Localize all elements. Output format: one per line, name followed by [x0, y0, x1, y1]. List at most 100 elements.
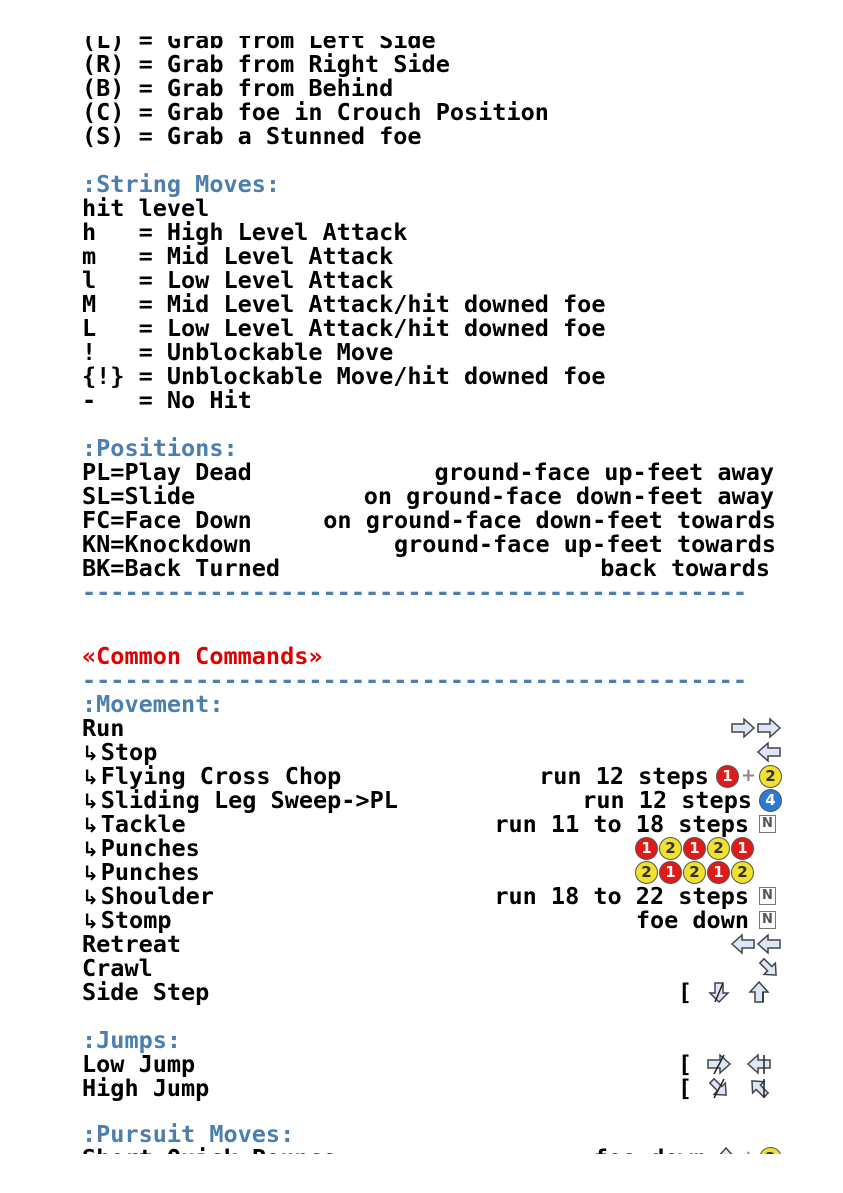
move-name: Sliding Leg Sweep->PL — [100, 785, 398, 814]
button-2-icon: 2 — [635, 860, 658, 884]
common-commands-title: «Common Commands» — [82, 644, 782, 668]
pursuit-heading: :Pursuit Moves: — [82, 1122, 782, 1146]
position-code: BK=Back Turned — [82, 554, 281, 582]
sub-arrow-icon: ↳ — [82, 788, 99, 813]
string-moves-heading: :String Moves: — [82, 172, 782, 196]
button-1-icon: 1 — [715, 764, 739, 788]
move-label: ↳Punches — [82, 860, 200, 885]
top-clip — [0, 24, 843, 36]
move-name: Stomp — [100, 905, 172, 934]
position-code: PL=Play Dead — [82, 458, 252, 486]
move-name: Retreat — [82, 930, 182, 958]
divider: ----------------------------------------… — [82, 668, 782, 692]
positions-heading: :Positions: — [82, 436, 782, 460]
move-label: ↳Punches — [82, 836, 200, 861]
command-icons: run 12 steps 1 + 2 — [539, 764, 782, 788]
move-row-tackle: ↳Tackle run 11 to 18 steps N — [82, 812, 776, 837]
sub-arrow-icon: ↳ — [82, 908, 99, 933]
move-row-sliding-leg-sweep: ↳Sliding Leg Sweep->PL run 12 steps 4 — [82, 785, 782, 814]
arrow-left-icon — [730, 933, 755, 955]
move-row-punches: ↳Punches 2 1 2 1 2 — [82, 860, 754, 885]
move-label: ↳Shoulder — [82, 884, 214, 909]
command-icons: [ — [678, 1052, 772, 1076]
grab-text: (S) = Grab a Stunned foe — [82, 122, 422, 150]
button-2-icon: 2 — [759, 764, 782, 788]
neutral-icon: N — [759, 815, 776, 833]
button-1-icon: 1 — [683, 836, 706, 860]
move-row-run: Run — [82, 716, 782, 740]
move-label: ↳Stop — [82, 740, 157, 765]
command-icons — [730, 717, 782, 739]
command-icons: [ — [678, 980, 772, 1004]
bottom-clip — [0, 1154, 843, 1193]
arrow-right-icon — [757, 717, 782, 739]
position-desc: on ground-face down-feet towards — [323, 506, 776, 534]
button-1-icon: 1 — [707, 860, 730, 884]
move-row-stop: ↳Stop — [82, 740, 782, 765]
hit-level-line: h = High Level Attack — [82, 220, 782, 244]
bracket-text: [ — [677, 1050, 692, 1078]
button-2-icon: 2 — [731, 860, 754, 884]
divider-text: ----------------------------------------… — [82, 580, 747, 604]
hit-level-line: M = Mid Level Attack/hit downed foe — [82, 292, 782, 316]
move-name: Run — [82, 714, 125, 742]
move-note: foe down — [635, 906, 749, 934]
arrow-right-icon — [731, 717, 756, 739]
move-name: Punches — [100, 833, 200, 862]
command-icons — [756, 741, 782, 763]
move-note: run 18 to 22 steps — [494, 882, 749, 910]
grab-line-right: (R) = Grab from Right Side — [82, 52, 782, 76]
sub-arrow-icon: ↳ — [82, 740, 99, 765]
hit-text: - = No Hit — [82, 386, 252, 414]
hit-text: {!} = Unblockable Move/hit downed foe — [82, 362, 606, 390]
command-icons: 1 2 1 2 1 — [634, 836, 754, 860]
heading-text: :Movement: — [82, 690, 224, 718]
grab-text: (B) = Grab from Behind — [82, 74, 394, 102]
arrow-left-icon — [756, 933, 781, 955]
move-row-punches: ↳Punches 1 2 1 2 1 — [82, 836, 754, 861]
divider-text: ----------------------------------------… — [82, 668, 747, 692]
move-row-crawl: Crawl — [82, 956, 782, 980]
sub-arrow-icon: ↳ — [82, 860, 99, 885]
position-desc: on ground-face down-feet away — [363, 482, 774, 510]
heading-text: :Positions: — [82, 434, 238, 462]
move-note: run 12 steps — [582, 786, 752, 814]
arrow-down-right-icon — [758, 957, 777, 976]
hit-level-line: {!} = Unblockable Move/hit downed foe — [82, 364, 782, 388]
sub-arrow-icon: ↳ — [82, 764, 99, 789]
neutral-icon: N — [759, 887, 776, 905]
button-2-icon: 2 — [707, 836, 730, 860]
sub-arrow-icon: ↳ — [82, 812, 99, 837]
hit-level-line: L = Low Level Attack/hit downed foe — [82, 316, 782, 340]
bracket-text: [ — [677, 978, 692, 1006]
arrow-up-icon — [748, 981, 770, 1003]
command-icons: [ — [678, 1076, 772, 1100]
grab-line-behind: (B) = Grab from Behind — [82, 76, 782, 100]
move-name: High Jump — [82, 1074, 210, 1102]
move-name: Punches — [100, 857, 200, 886]
button-2-icon: 2 — [683, 860, 706, 884]
command-icons: run 12 steps 4 — [582, 788, 782, 812]
hit-level-line: - = No Hit — [82, 388, 782, 412]
neutral-icon: N — [759, 911, 776, 929]
movement-heading: :Movement: — [82, 692, 782, 716]
move-name: Low Jump — [82, 1050, 196, 1078]
position-desc: back towards — [600, 554, 770, 582]
hit-text: l = Low Level Attack — [82, 266, 394, 294]
arrow-down-right-icon — [708, 1077, 727, 1099]
bracket-text: [ — [677, 1074, 692, 1102]
hit-level-line: ! = Unblockable Move — [82, 340, 782, 364]
command-icons — [756, 957, 782, 979]
heading-text: :String Moves: — [82, 170, 281, 198]
arrow-up-left-icon — [751, 1079, 770, 1099]
command-icons — [730, 933, 782, 955]
heading-text: :Pursuit Moves: — [82, 1120, 295, 1148]
move-note: run 12 steps — [539, 762, 709, 790]
button-1-icon: 1 — [635, 836, 658, 860]
command-icons: run 11 to 18 steps N — [494, 812, 776, 836]
position-row: BK=Back Turned back towards — [82, 556, 770, 580]
move-name: Shoulder — [100, 881, 214, 910]
